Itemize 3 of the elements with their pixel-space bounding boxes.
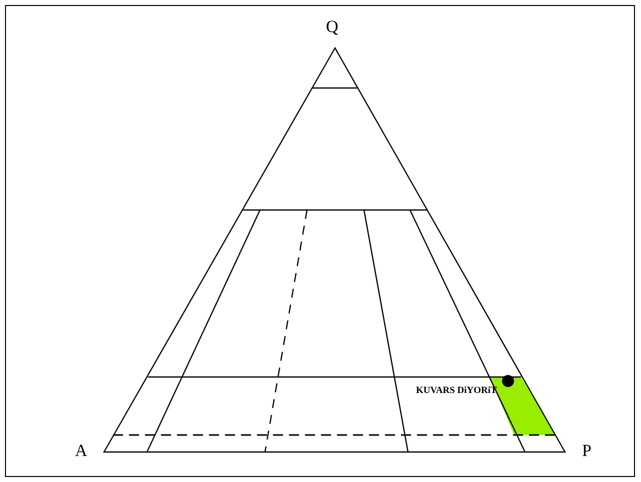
- vertex-label: A: [75, 442, 88, 459]
- vertex-label: Q: [326, 18, 338, 35]
- vertex-label: P: [582, 442, 592, 459]
